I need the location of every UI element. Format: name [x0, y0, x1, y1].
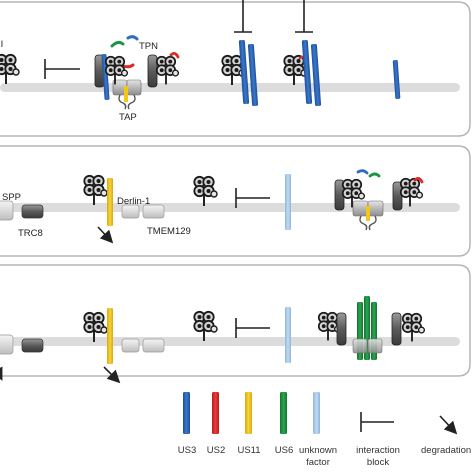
- spp-protein: [0, 334, 14, 355]
- legend-label-block: block: [366, 457, 390, 468]
- legend-label-unknown: unknown: [298, 445, 338, 456]
- legend-degradation-arrow: [439, 415, 458, 435]
- degradation-arrow: [0, 366, 3, 381]
- peptide-fragment: [126, 35, 139, 41]
- legend-label-us6: US6: [274, 445, 294, 456]
- tap-tail: [118, 94, 127, 110]
- legend-label-us3: US3: [177, 445, 197, 456]
- us3-protein: [301, 39, 313, 105]
- panel-1-border: [0, 1, 471, 137]
- us6-protein: [124, 86, 128, 102]
- tap-tail: [368, 215, 377, 231]
- panel-1-membrane: [0, 83, 460, 92]
- panel-2-border: [0, 145, 471, 257]
- panel-3: [0, 264, 471, 384]
- mhc-class-i: [193, 175, 218, 207]
- legend-swatch-us6: [280, 392, 287, 434]
- peptide-fragment: [110, 40, 125, 48]
- spp-label: SPP: [2, 192, 21, 203]
- panel-2: [0, 145, 471, 257]
- legend-label-degradation: degradation: [421, 445, 472, 456]
- legend-label-interaction: interaction: [356, 445, 400, 456]
- degradation-arrow: [97, 226, 114, 244]
- interaction-block-icon: [235, 188, 270, 208]
- legend: [183, 392, 458, 435]
- legend-interaction-block-icon: [360, 412, 394, 432]
- peptide-loading-complex: [317, 296, 426, 360]
- tap-tail: [127, 94, 136, 110]
- mhc-class-i: [83, 174, 108, 206]
- panel-3-membrane: [0, 337, 460, 346]
- legend-swatch-us3: [183, 392, 190, 434]
- tpn-label: TPN: [139, 41, 158, 52]
- tap-transporter: [352, 338, 368, 354]
- trc8-protein: [21, 204, 44, 219]
- tmem129-label: TMEM129: [147, 226, 191, 237]
- tap-tail: [359, 215, 368, 231]
- tmem129-protein: [142, 338, 165, 353]
- derlin-1-label: Derlin-1: [117, 196, 150, 207]
- cut-label: II: [0, 39, 3, 50]
- us3-protein: [101, 53, 110, 100]
- mhc-class-i: [193, 310, 218, 342]
- peptide-fragment: [121, 63, 135, 69]
- us3-protein: [310, 43, 322, 107]
- derlin-1-protein: [121, 338, 140, 353]
- interaction-block-icon: [295, 0, 313, 33]
- peptide-fragment: [169, 52, 180, 59]
- panel-2-membrane: [0, 203, 460, 212]
- legend-swatch-us2: [212, 392, 219, 434]
- legend-label-us2: US2: [206, 445, 226, 456]
- us6-protein: [366, 206, 370, 221]
- peptide-fragment: [356, 169, 369, 175]
- panel-1: TPN TAP: [0, 0, 471, 137]
- derlin-1-protein: [121, 204, 140, 219]
- unknown-factor: [285, 307, 291, 363]
- trc8-protein: [21, 338, 44, 353]
- tap-transporter: [367, 200, 384, 217]
- tapasin: [147, 54, 158, 88]
- us3-protein: [247, 43, 259, 107]
- tapasin: [391, 312, 402, 346]
- tap-label: TAP: [119, 112, 137, 123]
- interaction-block-icon: [235, 318, 270, 338]
- spp-protein: [0, 200, 14, 221]
- interaction-block-icon: [44, 59, 80, 79]
- degradation-arrow: [103, 366, 121, 384]
- tap-transporter: [126, 79, 142, 96]
- tapasin: [336, 312, 347, 346]
- legend-swatch-us11: [245, 392, 252, 434]
- legend-swatch-unknown-factor: [313, 392, 320, 434]
- trc8-label: TRC8: [18, 228, 43, 239]
- us3-protein: [392, 59, 401, 99]
- legend-label-factor: factor: [306, 457, 330, 468]
- us11-protein: [107, 178, 113, 226]
- peptide-loading-complex: [94, 35, 180, 110]
- panel-3-border: [0, 264, 471, 377]
- legend-label-us11: US11: [237, 445, 261, 456]
- mhc-class-i: [399, 177, 424, 208]
- tap-transporter: [367, 338, 383, 354]
- peptide-fragment: [368, 172, 381, 178]
- interaction-block-icon: [234, 0, 252, 33]
- mhc-class-i: [155, 55, 180, 86]
- tmem129-protein: [142, 204, 165, 219]
- unknown-factor: [285, 174, 291, 230]
- peptide-fragment: [413, 177, 424, 184]
- us3-protein: [238, 39, 250, 105]
- tap-transporter: [352, 200, 369, 217]
- mhc-class-i: [0, 53, 21, 85]
- peptide-loading-complex: [334, 169, 424, 231]
- us11-protein: [107, 308, 113, 364]
